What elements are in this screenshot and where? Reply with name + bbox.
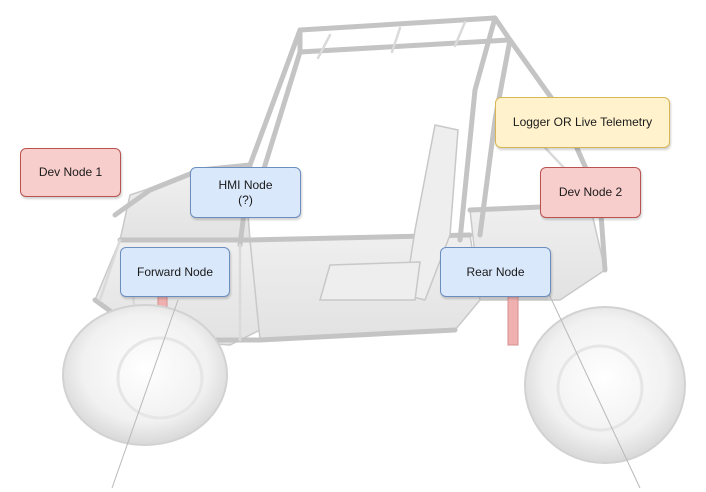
rear-node-label: Rear Node xyxy=(466,264,525,279)
dev-node-1: Dev Node 1 xyxy=(20,148,121,197)
logger-telemetry-label: Logger OR Live Telemetry xyxy=(512,115,653,129)
forward-node-label: Forward Node xyxy=(136,264,214,279)
guide-lines xyxy=(111,291,641,489)
hmi-node-note: (?) xyxy=(238,192,253,207)
dev-node-1-label: Dev Node 1 xyxy=(38,165,103,179)
front-wheel xyxy=(62,304,228,446)
roll-cage xyxy=(92,15,608,343)
forward-node: Forward Node xyxy=(120,247,230,297)
hmi-node-label: HMI Node xyxy=(218,177,273,192)
rear-node: Rear Node xyxy=(440,247,551,297)
dev-node-2-label: Dev Node 2 xyxy=(558,185,623,199)
seat xyxy=(319,124,459,301)
hmi-node: HMI Node (?) xyxy=(190,167,301,218)
logger-telemetry-node: Logger OR Live Telemetry xyxy=(495,97,670,148)
dev-node-2: Dev Node 2 xyxy=(540,167,641,218)
rear-wheel xyxy=(524,306,686,464)
